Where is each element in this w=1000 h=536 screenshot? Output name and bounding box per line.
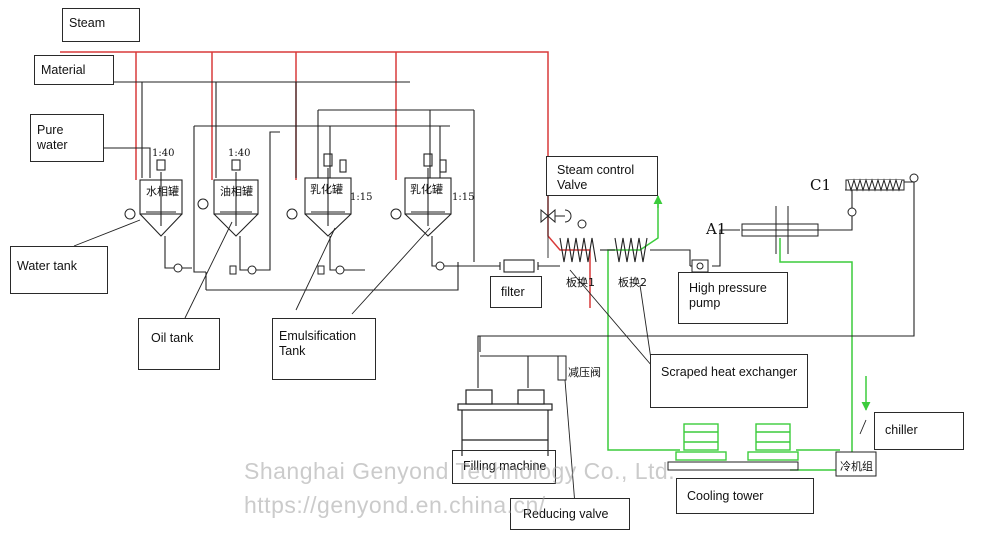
exchanger-2-cn-label: 板换2	[618, 276, 647, 289]
reducing-valve-label-box: Reducing valve	[510, 498, 630, 530]
cooling-tower-label: Cooling tower	[687, 489, 764, 503]
water-tank-cn-label: 水相罐	[146, 185, 179, 198]
emulsion-tank-1-cn-label: 乳化罐	[310, 183, 343, 196]
steam-label: Steam	[69, 16, 106, 30]
filling-machine-label-box: Filling machine	[452, 450, 556, 484]
oil-tank-label-box: Oil tank	[138, 318, 220, 370]
exchanger-1-cn-label: 板换1	[566, 276, 595, 289]
filter-label: filter	[501, 285, 525, 299]
water-tank-ratio: 1:40	[152, 148, 175, 159]
oil-tank-vessel	[213, 159, 259, 237]
pure-water-label-box: Pure water	[30, 114, 104, 162]
heat-exchanger-coils	[559, 237, 648, 263]
emulsion-tank-1-ratio: 1:15	[350, 192, 373, 203]
steam-lines	[60, 51, 591, 308]
chiller-label: chiller	[885, 423, 918, 437]
high-pressure-pump-label: High pressure pump	[689, 281, 767, 310]
emulsion-tank-2-cn-label: 乳化罐	[410, 183, 443, 196]
cooling-tower-base	[667, 461, 799, 471]
a1-code: A1	[706, 220, 727, 238]
water-tank-label-box: Water tank	[10, 246, 108, 294]
chiller-unit-box	[835, 451, 877, 477]
emulsification-tank-label-box: Emulsification Tank	[272, 318, 376, 380]
process-lines	[60, 81, 915, 388]
reducing-valve-label: Reducing valve	[523, 507, 609, 521]
chiller-label-box: chiller	[874, 412, 964, 450]
a1-tube	[741, 206, 819, 254]
emulsion-tank-2-vessel	[404, 153, 452, 237]
oil-tank-cn-label: 油相罐	[220, 185, 253, 198]
high-pressure-pump-symbol	[691, 259, 709, 273]
c1-screw	[845, 178, 905, 192]
watermark-url: https://genyond.en.china.cn/	[244, 492, 546, 518]
emulsification-tank-label: Emulsification Tank	[279, 329, 357, 358]
pumps	[173, 261, 445, 275]
material-label-box: Material	[34, 55, 114, 85]
emulsion-tank-2-ratio: 1:15	[452, 192, 475, 203]
pressure-gauges	[124, 173, 919, 229]
steam-control-valve-symbol	[540, 208, 572, 224]
steam-control-valve-label-box: Steam control Valve	[546, 156, 658, 196]
reducing-valve-symbol	[557, 355, 567, 381]
reducing-valve-cn-label: 减压阀	[568, 366, 601, 379]
oil-tank-ratio: 1:40	[228, 148, 251, 159]
filling-machine-label: Filling machine	[463, 459, 547, 473]
chiller-unit-cn-label: 冷机组	[840, 460, 873, 473]
high-pressure-pump-label-box: High pressure pump	[678, 272, 788, 324]
material-label: Material	[41, 63, 86, 77]
oil-tank-label: Oil tank	[151, 331, 194, 345]
watermark-company: Shanghai Genyond Technology Co., Ltd.	[244, 458, 676, 484]
filter-label-box: filter	[490, 276, 542, 308]
steam-control-valve-label: Steam control Valve	[557, 163, 635, 192]
filter-unit	[499, 259, 539, 273]
pointer-lines	[73, 196, 867, 506]
scraped-heat-exchanger-label-box: Scraped heat exchanger	[650, 354, 808, 408]
emulsion-tank-1-vessel	[304, 153, 352, 237]
cooling-tower-label-box: Cooling tower	[676, 478, 814, 514]
filling-machine-frame	[457, 389, 553, 456]
pure-water-label: Pure water	[37, 123, 68, 152]
cooling-tower-units	[675, 423, 799, 461]
water-tank-label: Water tank	[17, 259, 77, 273]
water-tank-vessel	[139, 159, 183, 237]
c1-code: C1	[810, 176, 832, 194]
steam-label-box: Steam	[62, 8, 140, 42]
scraped-heat-exchanger-label: Scraped heat exchanger	[661, 365, 798, 379]
